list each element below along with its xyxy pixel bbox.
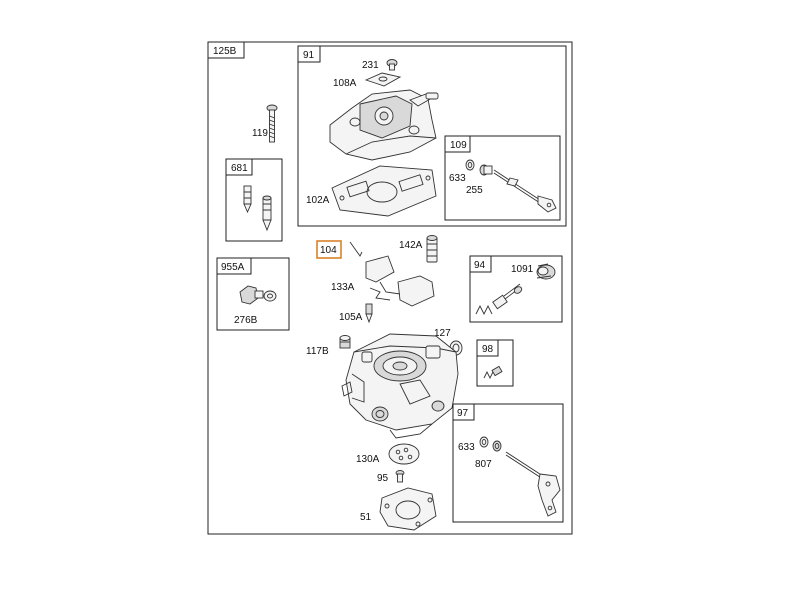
inlet-needle-105a[interactable] — [365, 303, 373, 324]
part-label-807: 807 — [475, 459, 492, 470]
group-109[interactable]: 109 633 255 — [444, 135, 561, 221]
screw-95[interactable] — [395, 470, 405, 483]
group-97-label: 97 — [457, 408, 469, 419]
plate-130a[interactable] — [388, 443, 420, 465]
idle-cap-1091[interactable] — [536, 263, 556, 280]
group-955a[interactable]: 955A 276B — [216, 257, 290, 331]
group-94[interactable]: 94 1091 — [469, 255, 563, 323]
main-nozzle-142a[interactable] — [426, 235, 438, 263]
part-label-119: 119 — [252, 128, 268, 139]
part-label-127: 127 — [434, 328, 451, 339]
assembly-label-box — [207, 41, 245, 59]
choke-shaft[interactable] — [493, 169, 557, 213]
carburetor-body[interactable] — [341, 333, 459, 439]
part-label-105a: 105A — [339, 312, 363, 323]
part-label-276b: 276B — [234, 315, 258, 326]
assembly-label: 125B — [213, 46, 237, 57]
fuel-inlet-needle-b[interactable] — [262, 195, 272, 232]
washer-633-throttle[interactable] — [479, 436, 489, 448]
idle-mixture-screw[interactable] — [475, 283, 523, 316]
group-104-label: 104 — [320, 245, 337, 256]
group-98-label: 98 — [482, 344, 494, 355]
choke-shaft-seal-255[interactable] — [479, 164, 493, 176]
part-label-102a: 102A — [306, 195, 330, 206]
part-label-130a: 130A — [356, 454, 380, 465]
part-label-633-throttle: 633 — [458, 442, 475, 453]
part-label-231: 231 — [362, 60, 379, 71]
fitting-276b[interactable] — [239, 285, 277, 305]
part-label-108a: 108A — [333, 78, 357, 89]
washer-633-choke[interactable] — [465, 159, 475, 171]
group-681-label: 681 — [231, 163, 248, 174]
gasket-51[interactable] — [379, 487, 437, 531]
part-label-51: 51 — [360, 512, 372, 523]
part-label-117b: 117B — [306, 346, 329, 357]
screw-231[interactable] — [386, 59, 398, 71]
group-91[interactable]: 91 231 108A — [297, 45, 567, 227]
gasket-108a[interactable] — [364, 72, 402, 87]
float-hinge-pin-104[interactable] — [349, 241, 363, 257]
part-label-633-choke: 633 — [449, 173, 466, 184]
part-label-133a: 133A — [331, 282, 355, 293]
assembly-frame-125b — [207, 41, 573, 535]
carburetor-cover[interactable] — [329, 89, 439, 161]
fuel-inlet-needle-a[interactable] — [243, 185, 252, 214]
group-98[interactable]: 98 — [476, 339, 514, 387]
pilot-jet-screw[interactable] — [483, 365, 503, 380]
part-label-95: 95 — [377, 473, 389, 484]
part-label-1091: 1091 — [511, 264, 534, 275]
group-91-label: 91 — [303, 50, 315, 61]
throttle-shaft[interactable] — [505, 451, 561, 517]
screw-119[interactable] — [266, 104, 278, 143]
part-label-142a: 142A — [399, 240, 423, 251]
group-97[interactable]: 97 633 807 — [452, 403, 564, 523]
throttle-seal-807[interactable] — [492, 440, 502, 452]
group-681[interactable]: 681 — [225, 158, 283, 242]
group-109-label: 109 — [450, 140, 467, 151]
gasket-102a[interactable] — [331, 165, 437, 217]
float-133a[interactable] — [365, 255, 435, 307]
fitting-117b[interactable] — [339, 335, 351, 349]
group-104-highlight[interactable] — [316, 240, 342, 259]
part-label-255: 255 — [466, 185, 483, 196]
group-94-label: 94 — [474, 260, 486, 271]
group-955a-label: 955A — [221, 262, 245, 273]
